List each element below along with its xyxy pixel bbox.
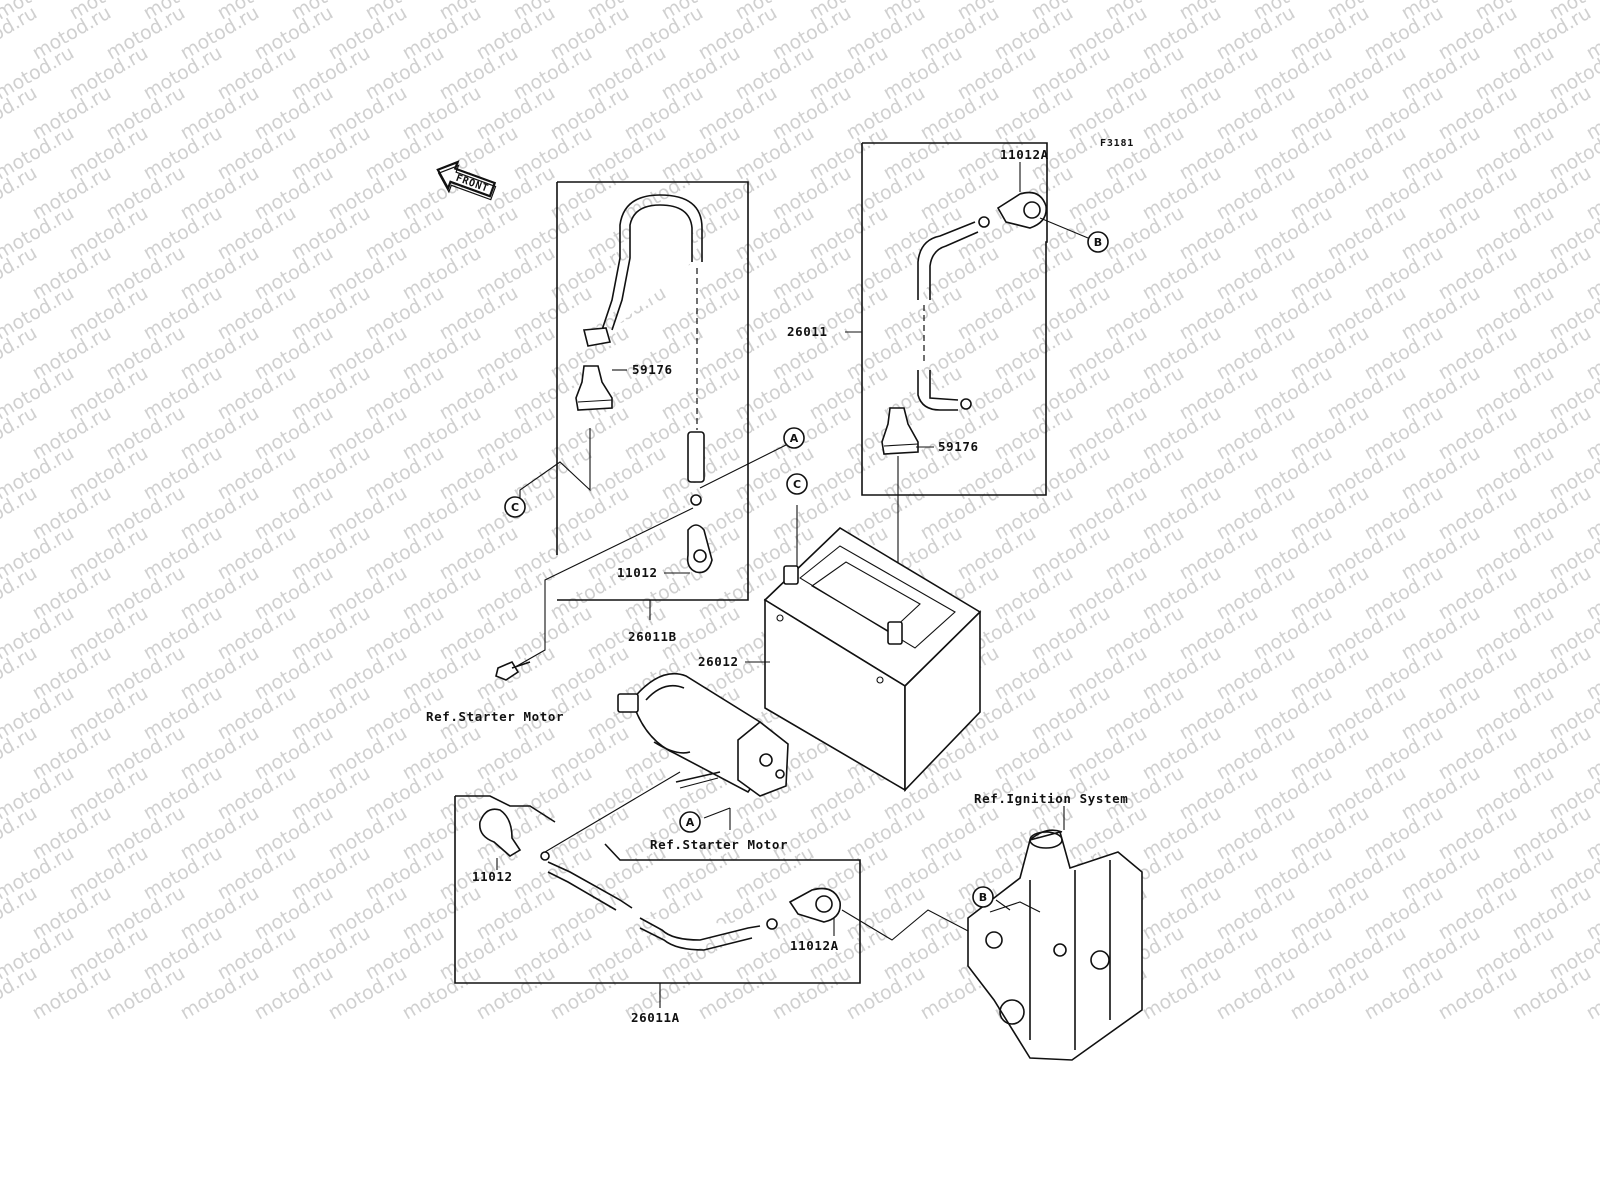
cable-26011b-group [509,181,789,671]
svg-text:B: B [1094,236,1102,249]
callout-a-bottom: A [679,811,701,833]
label-26011b: 26011B [628,629,677,644]
boot-59176-right [881,407,919,455]
callout-b-top: B [1087,231,1109,253]
label-59176-left: 59176 [632,362,673,377]
battery-26012 [763,526,982,792]
label-26011: 26011 [787,324,828,339]
label-26012: 26012 [698,654,739,669]
cable-26011b [611,204,693,331]
figure-code: F3181 [1100,138,1134,149]
callout-a-top: A [783,427,805,449]
terminal-11012a-top [996,191,1047,229]
label-11012-mid: 11012 [617,565,658,580]
ignition-housing [967,829,1143,1061]
label-11012a-top: 11012A [1000,147,1049,162]
bolt-icon [495,660,531,681]
starter-motor [617,672,789,797]
cable-26011-group [845,142,1089,622]
callout-c-left: C [504,496,526,518]
cable-26011a [547,861,633,909]
label-59176-right: 59176 [938,439,979,454]
svg-text:A: A [686,816,695,829]
boot-59176-left [575,365,613,411]
front-arrow-icon: FRONT [436,160,497,201]
label-11012a-bottom: 11012A [790,938,839,953]
group-bracket-26011a [454,796,861,984]
label-26011a: 26011A [631,1010,680,1025]
terminal-11012-bottom [478,808,522,857]
ref-ignition-system[interactable]: Ref.Ignition System [974,791,1128,806]
callout-b-bottom: B [972,886,994,908]
cable-26011 [917,221,976,300]
group-bracket-26011 [861,142,1048,496]
svg-text:C: C [511,501,519,514]
group-bracket-26011b [557,181,749,601]
svg-text:B: B [979,891,987,904]
svg-text:A: A [790,432,799,445]
watermark-layer: motod.rumotod.rumotod.rumotod.rumotod.ru… [0,0,1600,1024]
label-11012-bottom: 11012 [472,869,513,884]
cable-26011a-group [454,771,971,1008]
callout-c-top: C [786,473,808,495]
ref-starter-motor-top[interactable]: Ref.Starter Motor [426,709,564,724]
terminal-11012-mid [686,524,713,574]
svg-text:C: C [793,478,801,491]
ref-starter-motor-bottom[interactable]: Ref.Starter Motor [650,837,788,852]
